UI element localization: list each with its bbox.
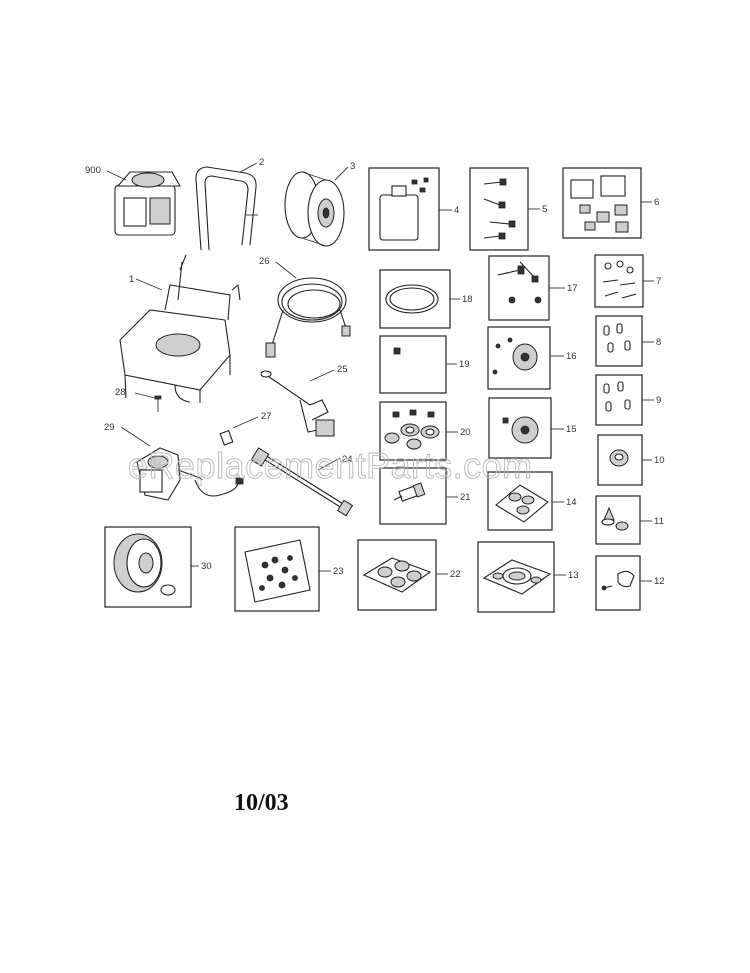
callout-13: 13	[568, 570, 579, 581]
callout-16: 16	[566, 351, 577, 362]
fitting-21-part	[393, 482, 426, 502]
callout-20: 20	[460, 427, 471, 438]
caps-11-part	[601, 506, 629, 531]
callout-30: 30	[201, 561, 212, 572]
callout-25: 25	[337, 364, 348, 375]
callout-29: 29	[104, 422, 115, 433]
callout-7: 7	[656, 276, 661, 287]
valve-15-part	[502, 416, 539, 444]
clip-12-part	[601, 570, 635, 591]
callout-14: 14	[566, 497, 577, 508]
callout-3: 3	[350, 161, 355, 172]
kit-bag-14-part	[495, 484, 549, 523]
box-17	[488, 255, 550, 321]
lance-wand-part	[250, 447, 354, 517]
callout-10: 10	[654, 455, 665, 466]
oil-bottle-part	[379, 177, 429, 241]
callout-12: 12	[654, 576, 665, 587]
kit-bag-23-part	[244, 539, 311, 603]
valve-16-part	[492, 337, 538, 375]
callout-9: 9	[656, 395, 661, 406]
handle-part	[195, 166, 258, 251]
callout-1: 1	[129, 274, 134, 285]
callout-8: 8	[656, 337, 661, 348]
foam-blocks-6-part	[570, 175, 629, 233]
callout-15: 15	[566, 424, 577, 435]
box-12	[595, 555, 641, 611]
bolts-17-part	[497, 261, 542, 304]
callout-23: 23	[333, 566, 344, 577]
callout-4: 4	[454, 205, 459, 216]
engine-part	[114, 171, 181, 236]
callout-6: 6	[654, 197, 659, 208]
callout-19: 19	[459, 359, 470, 370]
o-ring-18-part	[385, 284, 439, 314]
pump-part	[136, 447, 244, 501]
box-9	[595, 374, 643, 426]
callout-5: 5	[542, 204, 547, 215]
callout-27: 27	[261, 411, 272, 422]
screws-7-part	[602, 260, 637, 299]
callout-21: 21	[460, 492, 471, 503]
screw-28-part	[154, 395, 162, 412]
clips-9-part	[603, 381, 631, 412]
callout-28: 28	[115, 387, 126, 398]
watermark-text: eReplacementParts.com	[128, 445, 533, 486]
wheel-part	[113, 533, 176, 596]
spray-gun-part	[260, 370, 335, 437]
hose-reel-part	[284, 171, 345, 247]
callout-11: 11	[654, 516, 664, 527]
callout-17: 17	[567, 283, 578, 294]
date-code: 10/03	[234, 790, 289, 816]
callout-900: 900	[85, 165, 101, 176]
clips-8-part	[603, 323, 631, 353]
callout-2: 2	[259, 157, 264, 168]
callout-18: 18	[462, 294, 473, 305]
kit-bag-22-part	[362, 557, 432, 593]
callout-26: 26	[259, 256, 270, 267]
frame-part	[119, 254, 241, 403]
callout-24: 24	[342, 454, 353, 465]
cap-10-part	[609, 449, 629, 467]
seals-20-part	[384, 409, 440, 450]
kit-bag-13-part	[482, 559, 552, 595]
tube-19-part	[387, 344, 437, 386]
high-pressure-hose-part	[265, 277, 351, 358]
callout-22: 22	[450, 569, 461, 580]
pin-27-part	[219, 429, 234, 446]
bolts-5-part	[483, 178, 516, 240]
